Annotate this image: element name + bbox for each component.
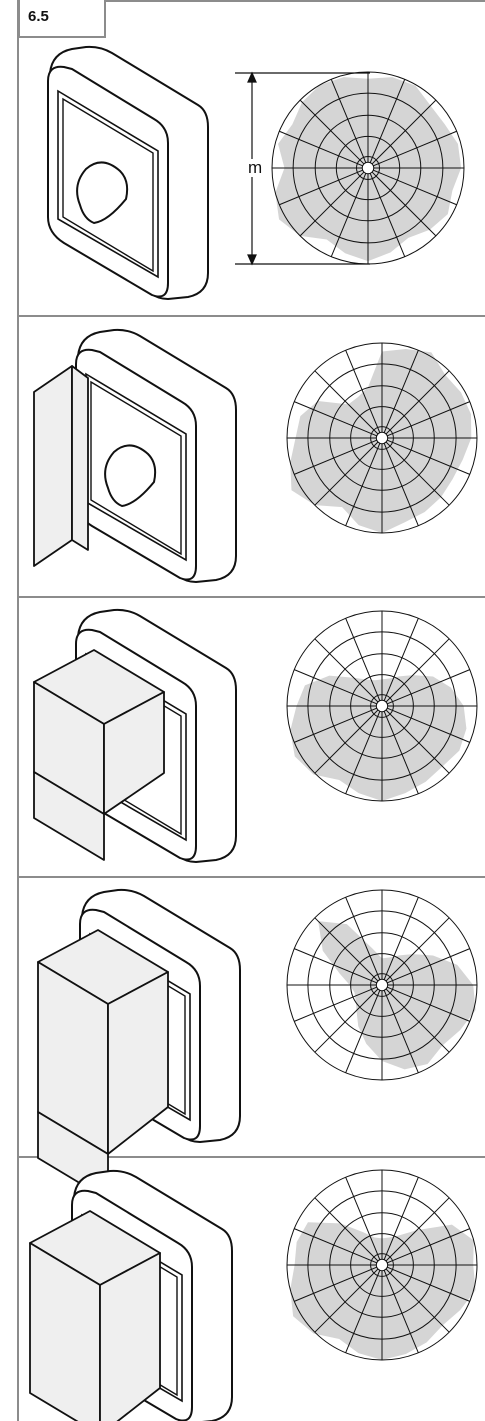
- coverage-area: [318, 921, 476, 1070]
- polar-spoke: [387, 1228, 470, 1264]
- polar-spoke: [294, 986, 377, 1022]
- polar-spoke: [330, 173, 367, 257]
- shield-front-icon: [29, 1242, 101, 1421]
- panel-1: [47, 45, 465, 300]
- shield-side-icon: [107, 971, 169, 1155]
- coverage-area: [290, 675, 467, 801]
- polar-spoke: [299, 99, 365, 165]
- polar-spoke: [294, 1228, 377, 1264]
- polar-spoke: [385, 370, 450, 435]
- polar-spoke: [383, 711, 419, 794]
- section-number: 6.5: [28, 8, 49, 25]
- polar-spoke: [385, 1197, 450, 1262]
- polar-spoke: [345, 897, 381, 980]
- polar-spoke: [314, 441, 379, 506]
- polar-spoke: [294, 401, 377, 437]
- polar-spoke: [385, 917, 450, 982]
- polar-spoke: [314, 988, 379, 1053]
- polar-spoke: [314, 638, 379, 703]
- polar-spoke: [279, 169, 363, 206]
- sensor-frame-inner: [90, 380, 182, 556]
- polar-spoke: [314, 1197, 379, 1262]
- polar-spoke: [314, 1268, 379, 1333]
- polar-ring: [375, 1258, 389, 1272]
- polar-spoke: [294, 707, 377, 743]
- polar-spoke: [385, 1268, 450, 1333]
- polar-spoke: [345, 990, 381, 1073]
- polar-spoke: [385, 441, 450, 506]
- polar-spoke: [345, 711, 381, 794]
- polar-spoke: [387, 401, 470, 437]
- polar-spoke: [385, 638, 450, 703]
- polar-spoke: [383, 1177, 419, 1260]
- polar-spoke: [345, 1270, 381, 1353]
- polar-spoke: [387, 439, 470, 475]
- polar-ring: [375, 978, 389, 992]
- polar-spoke: [294, 669, 377, 705]
- polar-spoke: [373, 130, 457, 167]
- polar-spoke: [294, 439, 377, 475]
- polar-spoke: [369, 173, 406, 257]
- polar-spoke: [383, 443, 419, 526]
- polar-spoke: [314, 370, 379, 435]
- polar-spoke: [279, 130, 363, 167]
- polar-spoke: [385, 988, 450, 1053]
- polar-spoke: [345, 618, 381, 701]
- polar-spoke: [385, 709, 450, 774]
- panel-2: [33, 328, 478, 583]
- section-label-box: 6.5: [18, 0, 106, 38]
- polar-spoke: [387, 948, 470, 984]
- polar-spoke: [345, 443, 381, 526]
- polar-spoke: [299, 171, 365, 237]
- polar-spoke: [314, 917, 379, 982]
- sensor-frame-inner: [62, 97, 154, 273]
- panel-3: [33, 608, 478, 863]
- polar-spoke: [373, 169, 457, 206]
- polar-spoke: [387, 986, 470, 1022]
- polar-spoke: [345, 1177, 381, 1260]
- dimension-label: m: [246, 158, 265, 177]
- polar-spoke: [383, 990, 419, 1073]
- polar-spoke: [294, 1266, 377, 1302]
- panel-5: [29, 1169, 478, 1421]
- polar-spoke: [387, 707, 470, 743]
- polar-spoke: [330, 79, 367, 163]
- polar-spoke: [294, 948, 377, 984]
- polar-spoke: [314, 709, 379, 774]
- polar-spoke: [387, 669, 470, 705]
- shield-lower-icon: [33, 771, 105, 861]
- polar-spoke: [369, 79, 406, 163]
- polar-spoke: [383, 897, 419, 980]
- polar-spoke: [387, 1266, 470, 1302]
- polar-spoke: [371, 99, 437, 165]
- polar-ring: [375, 699, 389, 713]
- polar-spoke: [383, 1270, 419, 1353]
- polar-spoke: [383, 618, 419, 701]
- polar-ring: [361, 161, 375, 175]
- polar-spoke: [371, 171, 437, 237]
- polar-spoke: [345, 350, 381, 433]
- polar-spoke: [383, 350, 419, 433]
- shield-left-icon: [33, 365, 73, 567]
- shield-side-icon: [103, 691, 165, 815]
- panel-4: [37, 888, 478, 1201]
- shield-side-icon: [99, 1252, 161, 1421]
- sensor-frame-outer: [57, 89, 159, 279]
- sensor-lens-icon: [104, 444, 157, 508]
- polar-ring: [375, 431, 389, 445]
- sensor-lens-icon: [76, 161, 129, 225]
- shield-left-fold: [71, 365, 89, 551]
- coverage-area: [290, 1222, 476, 1360]
